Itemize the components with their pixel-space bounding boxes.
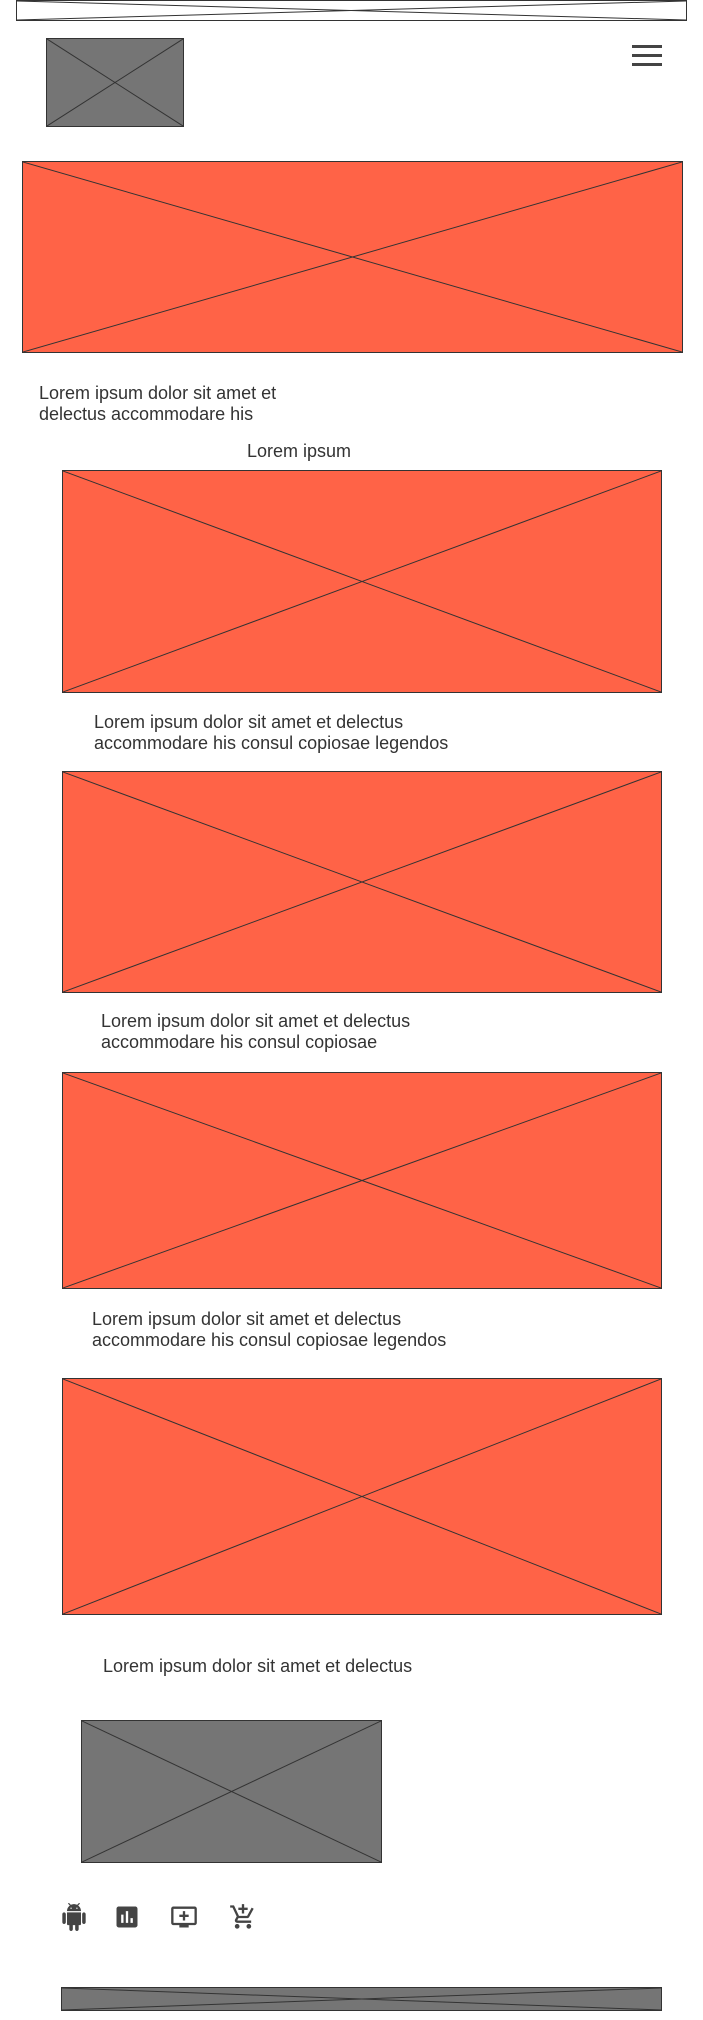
placeholder-cross	[47, 39, 183, 126]
item-caption-line2: accommodare his consul copiosae legendos	[92, 1330, 447, 1350]
menu-bar	[632, 63, 662, 66]
intro-text-line1: Lorem ipsum dolor sit amet et	[39, 383, 277, 403]
secondary-image-placeholder[interactable]	[81, 1720, 382, 1863]
android-icon[interactable]	[60, 1903, 88, 1931]
item-caption-line1: Lorem ipsum dolor sit amet et delectus	[94, 712, 404, 732]
item-caption-line2: accommodare his consul copiosae	[101, 1032, 378, 1052]
placeholder-cross	[63, 1073, 661, 1288]
add-to-queue-icon[interactable]	[170, 1903, 198, 1931]
placeholder-cross	[82, 1721, 381, 1862]
hamburger-menu-icon[interactable]	[632, 45, 662, 67]
hero-image-placeholder	[22, 161, 683, 353]
item-image-placeholder[interactable]	[62, 1378, 662, 1615]
item-caption-line1: Lorem ipsum dolor sit amet et delectus	[101, 1011, 411, 1031]
top-banner-placeholder	[16, 0, 687, 21]
menu-bar	[632, 54, 662, 57]
item-image-placeholder[interactable]	[62, 1072, 662, 1289]
item-caption-line1: Lorem ipsum dolor sit amet et delectus	[92, 1309, 402, 1329]
bottom-banner-placeholder	[61, 1987, 662, 2011]
section-heading: Lorem ipsum	[247, 441, 352, 461]
menu-bar	[632, 45, 662, 48]
placeholder-cross	[23, 162, 682, 352]
item-image-placeholder[interactable]	[62, 771, 662, 993]
placeholder-cross	[63, 471, 661, 692]
intro-text-line2: delectus accommodare his	[39, 404, 254, 424]
bar-chart-icon[interactable]	[113, 1903, 141, 1931]
placeholder-cross	[17, 1, 686, 20]
placeholder-cross	[62, 1988, 661, 2010]
item-caption-line1: Lorem ipsum dolor sit amet et delectus	[103, 1656, 413, 1676]
add-shopping-cart-icon[interactable]	[229, 1903, 257, 1931]
placeholder-cross	[63, 772, 661, 992]
logo-placeholder[interactable]	[46, 38, 184, 127]
item-caption-line2: accommodare his consul copiosae legendos	[94, 733, 449, 753]
item-image-placeholder[interactable]	[62, 470, 662, 693]
placeholder-cross	[63, 1379, 661, 1614]
